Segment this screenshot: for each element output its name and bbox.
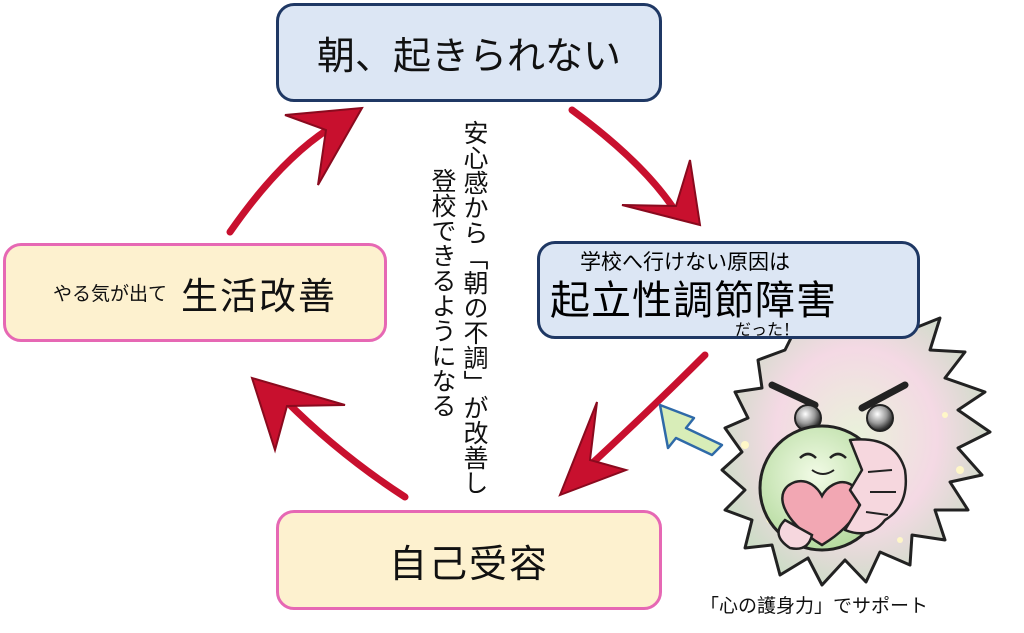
node-lifestyle-big-label: 生活改善 — [181, 274, 337, 318]
arrow-top-to-right — [568, 106, 702, 227]
center-text-column-1: 安心感から「朝の不調」が改善し — [460, 120, 489, 495]
support-arrow — [658, 403, 724, 457]
arrow-bottom-to-left — [250, 376, 409, 501]
arrow-right-to-bottom — [558, 351, 709, 497]
node-lifestyle-small-label: やる気が出て — [52, 283, 167, 305]
node-lifestyle-improvement: やる気が出て 生活改善 — [3, 243, 387, 342]
node-cannot-wake-up: 朝、起きられない — [276, 3, 662, 102]
node-self-acceptance: 自己受容 — [276, 510, 662, 610]
center-text-column-2: 登校できるようになる — [428, 168, 457, 418]
node-diagnosis-line3: だった！ — [735, 320, 800, 339]
node-cannot-wake-up-label: 朝、起きられない — [316, 34, 621, 78]
node-diagnosis: 学校へ行けない原因は 起立性調節障害 だった！ — [537, 241, 920, 339]
node-self-acceptance-label: 自己受容 — [388, 541, 549, 586]
arrow-left-to-top — [226, 106, 364, 236]
mascot-caption: 「心の護身力」でサポート — [700, 595, 929, 617]
node-diagnosis-line1: 学校へ行けない原因は — [580, 250, 790, 274]
node-diagnosis-line2: 起立性調節障害 — [550, 278, 837, 324]
